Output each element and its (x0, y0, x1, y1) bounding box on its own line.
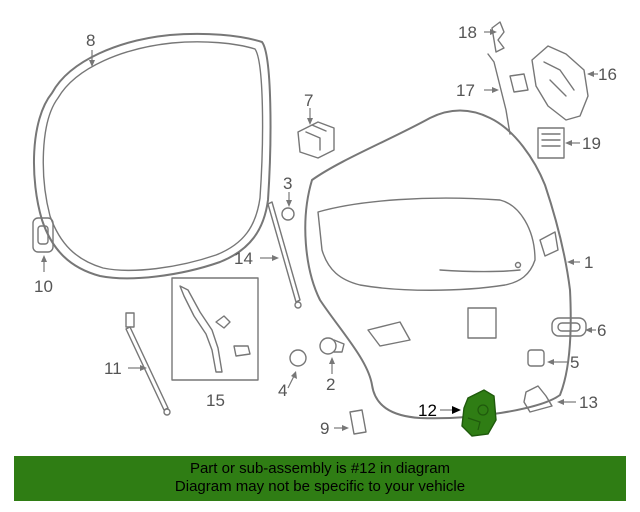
part-12-latch-highlighted[interactable] (461, 389, 497, 437)
part-4-cover[interactable] (289, 349, 307, 367)
part-13-striker[interactable] (523, 385, 553, 413)
banner-line-part: Part or sub-assembly is #12 in diagram (189, 460, 451, 477)
part-11-strut[interactable] (125, 312, 171, 416)
part-10-bumper[interactable] (32, 217, 54, 253)
part-3-cap[interactable] (281, 207, 295, 221)
callout-4: 4 (278, 381, 287, 400)
callout-18: 18 (458, 23, 477, 42)
callout-19: 19 (582, 134, 601, 153)
part-17-rod[interactable] (487, 53, 511, 135)
callout-3: 3 (283, 174, 292, 193)
part-15-inset[interactable] (171, 277, 259, 381)
part-14-lift-support[interactable] (267, 201, 302, 309)
part-19-module[interactable] (537, 127, 565, 159)
callout-13: 13 (579, 393, 598, 412)
callout-10: 10 (34, 277, 53, 296)
banner-line-disclaimer: Diagram may not be specific to your vehi… (174, 478, 466, 495)
callout-6: 6 (597, 321, 606, 340)
part-7-hinge[interactable] (297, 121, 335, 159)
part-1-liftgate[interactable] (304, 109, 572, 420)
callout-14: 14 (234, 249, 253, 268)
callout-7: 7 (304, 91, 313, 110)
part-2-cap[interactable] (319, 337, 345, 355)
callout-5: 5 (570, 353, 579, 372)
callout-17: 17 (456, 81, 475, 100)
callout-16: 16 (598, 65, 617, 84)
part-6-handle[interactable] (551, 317, 587, 337)
info-banner: Part or sub-assembly is #12 in diagram D… (14, 456, 626, 501)
callout-1: 1 (584, 253, 593, 272)
callout-12: 12 (418, 401, 437, 420)
callout-9: 9 (320, 419, 329, 438)
callout-8: 8 (86, 31, 95, 50)
part-5-button[interactable] (527, 349, 545, 367)
part-18-clip[interactable] (491, 21, 505, 53)
part-8-weatherstrip[interactable] (32, 32, 272, 280)
callout-2: 2 (326, 375, 335, 394)
leader-lines (41, 29, 598, 431)
part-9-bracket[interactable] (349, 409, 367, 435)
part-16-lock-assembly[interactable] (509, 45, 589, 121)
callout-15: 15 (206, 391, 225, 410)
callout-11: 11 (104, 359, 122, 378)
